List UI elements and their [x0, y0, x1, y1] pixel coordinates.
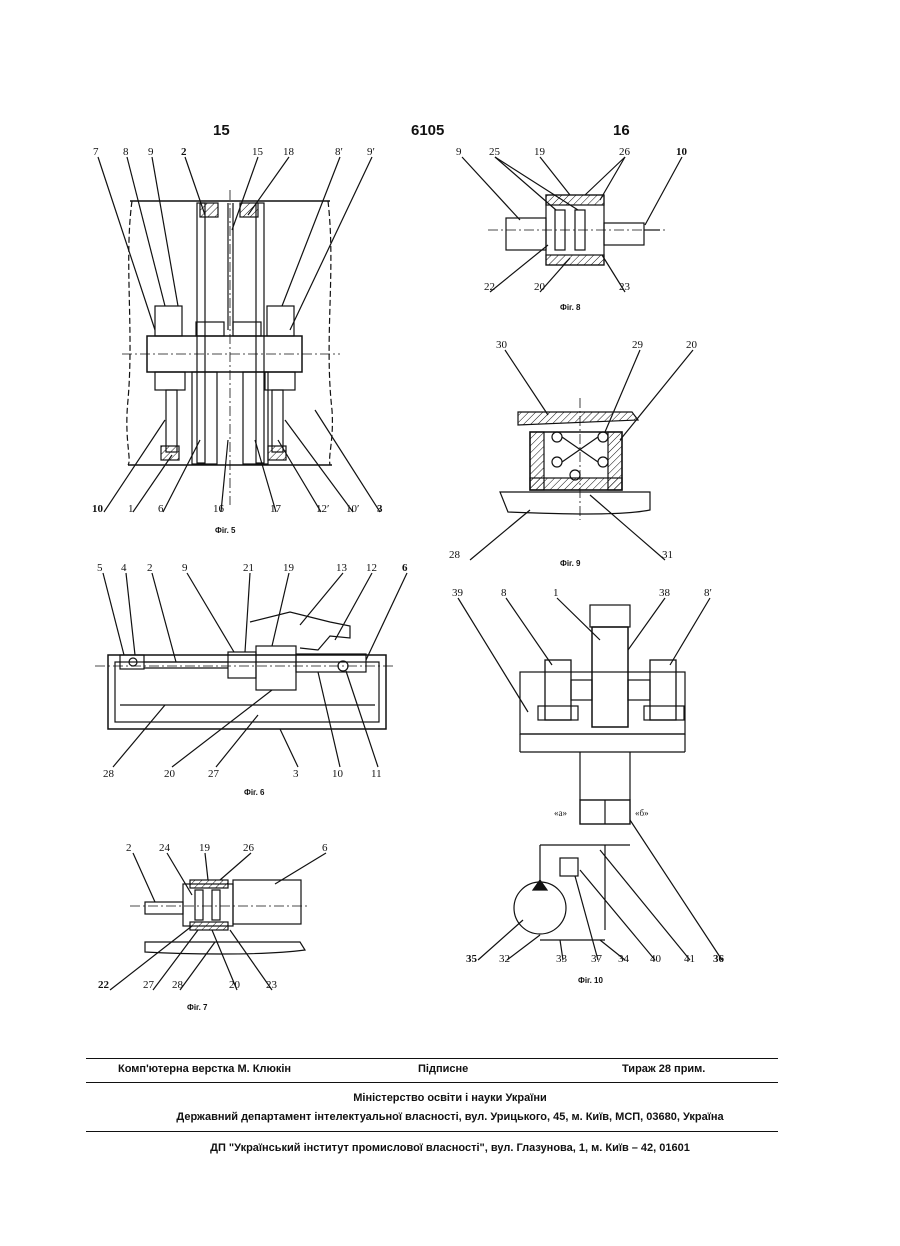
fig8-label: 19	[534, 146, 546, 158]
fig8-label: 23	[619, 281, 631, 293]
fig6-label: 5	[97, 562, 103, 574]
fig7-label: 28	[172, 979, 184, 991]
fig7-label: 19	[199, 842, 211, 854]
footer-ministry: Міністерство освіти і науки України	[0, 1092, 900, 1104]
fig9-label: 29	[632, 339, 644, 351]
fig5-label: 12′	[316, 503, 329, 515]
fig6-label: 20	[164, 768, 176, 780]
fig5-label: 17	[270, 503, 282, 515]
fig10-label: 40	[650, 953, 662, 965]
figure-9	[470, 350, 693, 560]
fig5-caption: Фіг. 5	[215, 526, 236, 535]
fig6-label: 11	[371, 768, 382, 780]
fig8-label: 20	[534, 281, 546, 293]
fig8-label: 25	[489, 146, 501, 158]
fig5-label: 9	[148, 146, 154, 158]
fig8-label: 10	[676, 146, 688, 158]
figure-7	[110, 853, 326, 990]
figure-10	[458, 598, 722, 960]
fig5-label: 2	[181, 146, 187, 158]
fig10-label: 33	[556, 953, 568, 965]
fig8-label: 22	[484, 281, 495, 293]
fig10-label: 32	[499, 953, 510, 965]
fig10-caption: Фіг. 10	[578, 976, 603, 985]
fig6-label: 12	[366, 562, 377, 574]
footer-rule-bottom	[86, 1131, 778, 1132]
fig10-label: 38	[659, 587, 671, 599]
figure-8	[462, 157, 682, 292]
fig10-label: 39	[452, 587, 464, 599]
footer-rule-middle	[86, 1082, 778, 1083]
footer-circulation: Тираж 28 прим.	[622, 1063, 705, 1075]
fig6-label: 27	[208, 768, 220, 780]
fig6-label: 10	[332, 768, 344, 780]
fig6-label: 19	[283, 562, 295, 574]
valve-label-a: «а»	[554, 808, 567, 818]
fig5-label: 7	[93, 146, 99, 158]
fig6-label: 4	[121, 562, 127, 574]
fig5-label: 8	[123, 146, 129, 158]
fig7-caption: Фіг. 7	[187, 1003, 208, 1012]
fig10-label: 41	[684, 953, 695, 965]
fig9-caption: Фіг. 9	[560, 559, 581, 568]
valve-label-b: «б»	[635, 808, 649, 818]
fig8-label: 26	[619, 146, 631, 158]
fig10-label: 35	[466, 953, 478, 965]
fig6-label: 21	[243, 562, 254, 574]
fig5-label: 8′	[335, 146, 343, 158]
figure-6	[95, 573, 407, 767]
fig10-label: 34	[618, 953, 630, 965]
fig5-label: 9′	[367, 146, 375, 158]
fig10-label: 36	[713, 953, 725, 965]
fig7-label: 26	[243, 842, 255, 854]
fig6-label: 3	[293, 768, 299, 780]
fig9-label: 28	[449, 549, 461, 561]
footer-rule-top	[86, 1058, 778, 1059]
fig6-label: 6	[402, 562, 408, 574]
fig10-label: 1	[553, 587, 559, 599]
fig5-label: 10′	[346, 503, 359, 515]
fig9-label: 31	[662, 549, 673, 561]
fig7-label: 23	[266, 979, 278, 991]
fig6-label: 13	[336, 562, 348, 574]
fig9-label: 20	[686, 339, 698, 351]
footer-institute: ДП "Український інститут промислової вла…	[0, 1142, 900, 1154]
fig5-label: 18	[283, 146, 295, 158]
fig7-label: 27	[143, 979, 155, 991]
fig5-label: 6	[158, 503, 164, 515]
fig5-label: 15	[252, 146, 264, 158]
fig6-caption: Фіг. 6	[244, 788, 265, 797]
fig6-label: 28	[103, 768, 115, 780]
fig6-label: 2	[147, 562, 153, 574]
fig9-label: 30	[496, 339, 508, 351]
fig7-label: 24	[159, 842, 171, 854]
footer-department: Державний департамент інтелектуальної вл…	[0, 1111, 900, 1123]
fig5-label: 3	[377, 503, 383, 515]
fig7-label: 20	[229, 979, 241, 991]
fig10-label: 37	[591, 953, 603, 965]
footer-signed: Підписне	[418, 1063, 468, 1075]
fig10-label: 8	[501, 587, 507, 599]
figure-5	[98, 157, 380, 512]
fig8-label: 9	[456, 146, 462, 158]
fig5-label: 16	[213, 503, 225, 515]
fig7-label: 22	[98, 979, 110, 991]
fig5-label: 10	[92, 503, 104, 515]
fig7-label: 2	[126, 842, 132, 854]
fig8-caption: Фіг. 8	[560, 303, 581, 312]
fig7-label: 6	[322, 842, 328, 854]
fig6-label: 9	[182, 562, 188, 574]
footer-typesetting: Комп'ютерна верстка М. Клюкін	[118, 1063, 291, 1075]
fig5-label: 1	[128, 503, 134, 515]
fig10-label: 8′	[704, 587, 712, 599]
